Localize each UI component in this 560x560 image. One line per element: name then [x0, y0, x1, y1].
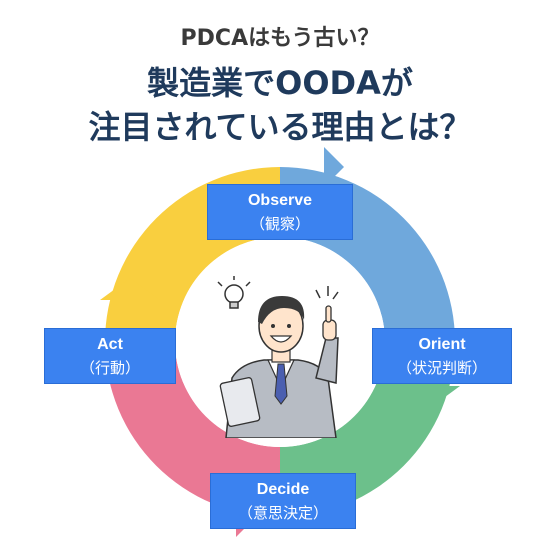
arrow-head-observe	[324, 147, 344, 187]
step-observe-name: Observe	[247, 192, 313, 209]
step-act-sub: （行動）	[79, 360, 140, 377]
step-observe: Observe （観察）	[207, 184, 353, 240]
step-act: Act （行動）	[44, 328, 176, 384]
title-line-2: 注目されている理由とは？	[88, 108, 472, 146]
businessman-idea-icon	[217, 276, 339, 438]
step-orient: Orient （状況判断）	[372, 328, 512, 384]
lightbulb-icon	[217, 276, 251, 309]
step-decide-name: Decide	[256, 481, 310, 498]
arrow-head-orient	[400, 386, 460, 408]
step-orient-sub: （状況判断）	[396, 360, 487, 377]
step-observe-sub: （観察）	[249, 216, 310, 233]
step-decide-sub: （意思決定）	[237, 505, 328, 522]
subtitle: PDCAはもう古い？	[180, 26, 380, 51]
step-act-name: Act	[97, 336, 123, 353]
step-decide: Decide （意思決定）	[210, 473, 356, 529]
title-line-1: 製造業でOODAが	[147, 64, 413, 102]
step-orient-name: Orient	[418, 336, 466, 353]
arrow-head-act	[100, 278, 160, 300]
